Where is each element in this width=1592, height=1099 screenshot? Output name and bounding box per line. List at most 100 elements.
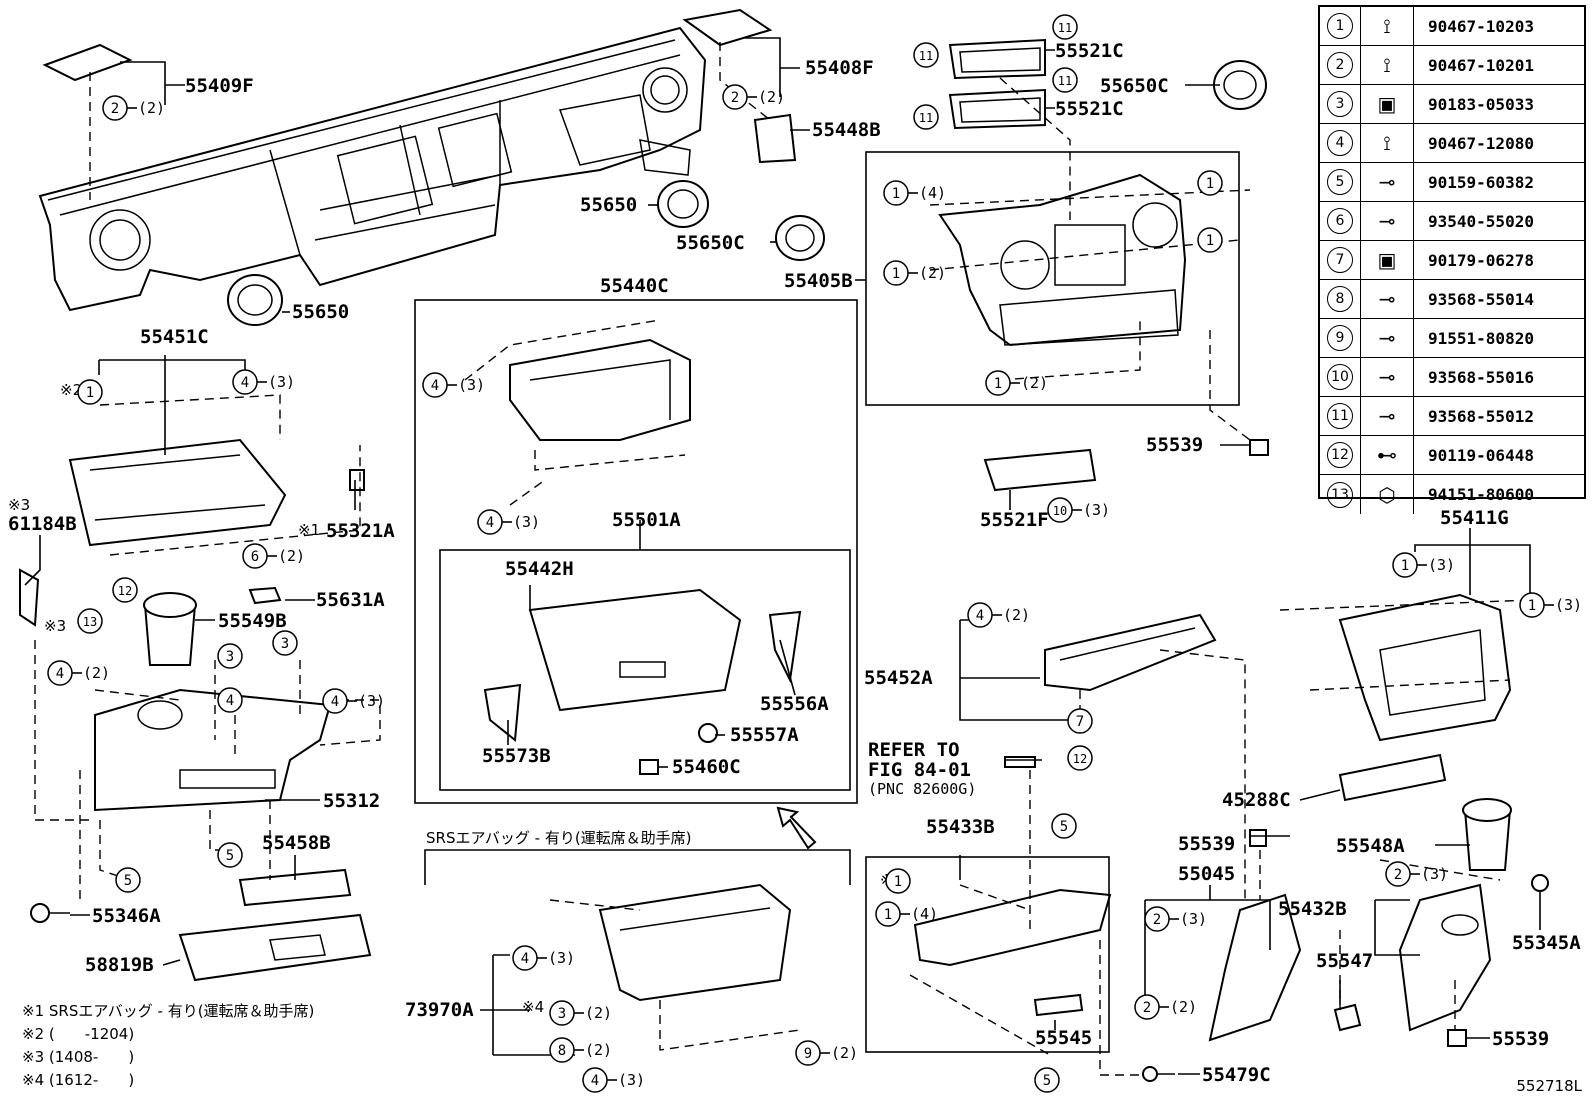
callout-circle: 1 (2) bbox=[985, 370, 1048, 396]
screw-icon: ⊸ bbox=[1361, 397, 1414, 435]
callout-number: 5 bbox=[124, 873, 132, 889]
bolt-icon: ⊷ bbox=[1361, 436, 1414, 474]
callout-circle: 2(2) bbox=[722, 84, 785, 110]
callout-quantity: (3) bbox=[618, 1071, 645, 1089]
callout-circle: 2(2) bbox=[102, 95, 165, 121]
callout-circle: 1(3) bbox=[1392, 552, 1455, 578]
fastener-part-number: 93568-55014 bbox=[1428, 289, 1534, 309]
refer-line-2: FIG 84-01 bbox=[868, 759, 971, 781]
callout-circle: 8(2) bbox=[549, 1037, 612, 1063]
label-55460C: 55460C bbox=[672, 756, 741, 778]
fastener-number: 6 bbox=[1320, 202, 1361, 240]
callout-circle: 10(3) bbox=[1047, 497, 1110, 523]
bracket-55448B bbox=[753, 113, 797, 164]
callout-circle: 5 bbox=[1034, 1067, 1060, 1093]
label-55548A: 55548A bbox=[1336, 835, 1405, 857]
fastener-part-number: 93568-55012 bbox=[1428, 406, 1534, 426]
instrument-panel-drawing bbox=[38, 26, 707, 312]
fastener-row: 6⊸93540-55020 bbox=[1320, 202, 1584, 241]
label-55321A: 55321A bbox=[326, 520, 395, 542]
label-55539-b: 55539 bbox=[1178, 833, 1235, 855]
fastener-number: 1 bbox=[1320, 7, 1361, 45]
callout-quantity: (4) bbox=[911, 905, 938, 923]
callout-circle: 5 bbox=[217, 842, 243, 868]
callout-number: 4 bbox=[976, 608, 984, 624]
clip-55539-c bbox=[1447, 1029, 1467, 1047]
cover-55545 bbox=[1033, 993, 1084, 1017]
callout-circle: 2(3) bbox=[1385, 861, 1448, 887]
label-55557A: 55557A bbox=[730, 724, 799, 746]
callout-number: 1 bbox=[994, 376, 1002, 392]
cover-55458B bbox=[238, 868, 352, 907]
callout-circle: 1 bbox=[885, 868, 911, 894]
callout-circle: 2(3) bbox=[1144, 906, 1207, 932]
callout-number: 11 bbox=[1058, 21, 1072, 35]
fastener-row: 1⟟90467-10203 bbox=[1320, 7, 1584, 46]
screw-icon: ⊸ bbox=[1361, 202, 1414, 240]
mark-4-a: ※4 bbox=[522, 998, 544, 1016]
callout-number: 12 bbox=[118, 584, 132, 598]
label-55501A: 55501A bbox=[612, 509, 681, 531]
callout-number: 1 bbox=[1528, 598, 1536, 614]
mark-3-b: ※3 bbox=[44, 617, 66, 635]
callout-quantity: (2) bbox=[1003, 606, 1030, 624]
callout-number: 2 bbox=[1394, 867, 1402, 883]
callout-circle: 7 bbox=[1067, 708, 1093, 734]
callout-circle: 13 bbox=[77, 608, 103, 634]
bracket-55452A bbox=[1044, 613, 1217, 692]
fastener-number: 9 bbox=[1320, 319, 1361, 357]
stopper-55557A bbox=[698, 723, 718, 743]
label-55556A: 55556A bbox=[760, 693, 829, 715]
fastener-row: 5⊸90159-60382 bbox=[1320, 163, 1584, 202]
fastener-number: 2 bbox=[1320, 46, 1361, 84]
label-55312: 55312 bbox=[323, 790, 380, 812]
cover-55408F bbox=[682, 8, 773, 47]
callout-circle: 4(2) bbox=[47, 660, 110, 686]
frame-55440C bbox=[414, 299, 858, 804]
callout-circle: 3(2) bbox=[549, 1000, 612, 1026]
screw-55345A bbox=[1531, 874, 1549, 915]
fastener-row: 12⊷90119-06448 bbox=[1320, 436, 1584, 475]
callout-circle: 4(3) bbox=[422, 372, 485, 398]
refer-line-1: REFER TO bbox=[868, 739, 960, 761]
lower-panel-55312 bbox=[94, 688, 332, 812]
label-58819B: 58819B bbox=[85, 954, 154, 976]
callout-circle: 3 bbox=[217, 643, 243, 669]
bracket-55451C bbox=[68, 438, 287, 547]
callout-number: 2 bbox=[111, 101, 119, 117]
callout-quantity: (3) bbox=[358, 692, 385, 710]
clip-55321A bbox=[349, 469, 365, 491]
label-55521C-lower: 55521C bbox=[1055, 98, 1124, 120]
fastener-part-number: 94151-80600 bbox=[1428, 485, 1534, 504]
screw-icon: ⊸ bbox=[1361, 163, 1414, 201]
label-55432B: 55432B bbox=[1278, 898, 1347, 920]
fastener-number: 8 bbox=[1320, 280, 1361, 318]
callout-quantity: (2) bbox=[1021, 374, 1048, 392]
frame-55433B bbox=[865, 856, 1110, 1053]
callout-quantity: (2) bbox=[1170, 998, 1197, 1016]
callout-quantity: (4) bbox=[919, 184, 946, 202]
screw-icon: ⊸ bbox=[1361, 319, 1414, 357]
callout-number: 4 bbox=[591, 1073, 599, 1089]
callout-number: 2 bbox=[1153, 912, 1161, 928]
dashed-leaders bbox=[34, 42, 1531, 1076]
fastener-row: 10⊸93568-55016 bbox=[1320, 358, 1584, 397]
callout-circle: 11 bbox=[1052, 14, 1078, 40]
label-55458B: 55458B bbox=[262, 832, 331, 854]
callout-number: 4 bbox=[56, 666, 64, 682]
label-61184B: 61184B bbox=[8, 513, 77, 535]
lower-panel-55433B bbox=[913, 888, 1112, 967]
cluster-panel-55411G bbox=[1338, 593, 1512, 742]
callout-number: 8 bbox=[558, 1043, 566, 1059]
callout-number: 13 bbox=[83, 615, 97, 629]
vent-55650C-center bbox=[775, 215, 825, 261]
mark-2-a: ※2 bbox=[60, 381, 82, 399]
callout-number: 7 bbox=[1076, 714, 1084, 730]
clip-icon: ⟟ bbox=[1361, 124, 1414, 162]
glove-box-door-55442H bbox=[528, 588, 742, 712]
fastener-part-number: 93568-55016 bbox=[1428, 367, 1534, 387]
fastener-row: 13⬡94151-80600 bbox=[1320, 475, 1584, 514]
fastener-row: 8⊸93568-55014 bbox=[1320, 280, 1584, 319]
label-55539-c: 55539 bbox=[1492, 1028, 1549, 1050]
